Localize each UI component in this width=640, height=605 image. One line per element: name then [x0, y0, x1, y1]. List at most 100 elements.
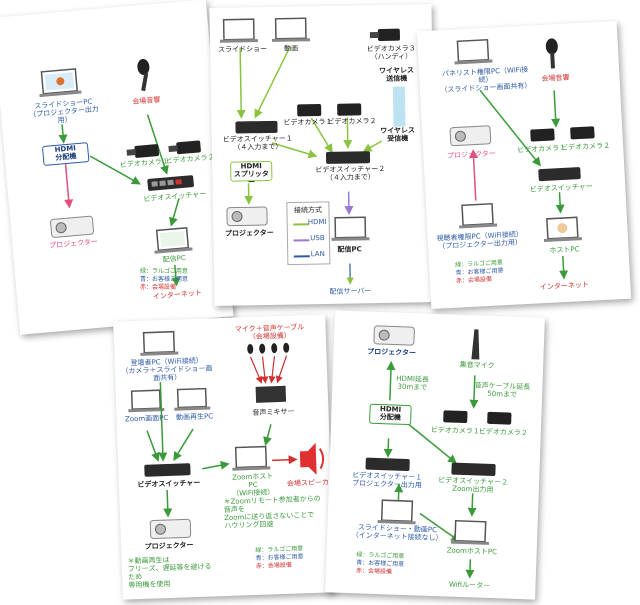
- switcher-1-label: ビデオスイッチャー１ （４入力まで）: [222, 134, 293, 152]
- camera-1-label: ビデオカメラ１: [283, 117, 333, 127]
- card5-legend-red: 赤：会場設備: [355, 567, 393, 576]
- video-switcher-icon: [235, 120, 278, 134]
- zoom-pc-label: Zoom画面PC: [124, 413, 169, 424]
- video-label: 動画: [284, 44, 299, 53]
- slideshow-label: スライドショー: [218, 44, 268, 54]
- arrow-switcher-to-host: [555, 192, 565, 214]
- wireless-link-bar: [392, 86, 406, 127]
- microphone-icon: [259, 343, 266, 354]
- card1-legend-red: 赤：会場設備: [140, 284, 177, 291]
- switcher-2-label: ビデオスイッチャー２ Zoom出力用: [438, 476, 509, 495]
- card4-legend-red: 赤：会場設備: [255, 561, 292, 570]
- audio-mixer-label: 音声ミキサー: [252, 407, 295, 417]
- hdmi-splitter-box: HDMI 分配機: [369, 403, 412, 426]
- video-switcher-icon: [144, 463, 191, 477]
- microphone-icon: [471, 329, 480, 360]
- video-pc-label: 動画再生PC: [175, 412, 214, 422]
- microphone-icon: [137, 58, 150, 92]
- projector-icon: [226, 206, 268, 227]
- video-playback-note: ＊動画再生は フリーズ、遅延等を避けるため 専用機を使用: [127, 555, 212, 590]
- laptop-icon: [154, 227, 193, 254]
- video-camera-icon: [530, 128, 555, 142]
- wireless-transmitter-label: ワイヤレス 送信機: [379, 66, 414, 83]
- arrow-switcher-to-pc: [169, 198, 180, 227]
- arrow-mic-to-switcher: [146, 114, 169, 175]
- streaming-pc-label: 配信PC: [337, 245, 362, 254]
- venue-speaker-label: 会場スピーカー: [286, 478, 335, 488]
- arrow-video-to-switcher1: [254, 46, 291, 119]
- connection-legend-box: [286, 201, 331, 266]
- card3-graphics: [449, 38, 595, 280]
- laptop-icon: [271, 17, 311, 42]
- card1-legend-green: 緑：ラルゴご用意: [140, 268, 188, 275]
- laptop-icon: [140, 330, 179, 356]
- legend-usb: USB: [310, 233, 325, 243]
- laptop-icon: [174, 387, 211, 411]
- laptop-icon: [543, 216, 583, 243]
- laptop-icon: [377, 499, 416, 525]
- video-camera-icon: [369, 28, 400, 41]
- wifi-router-label: Wifiルーター: [448, 580, 491, 590]
- camera-3-label: ビデオカメラ３ （ハンディ）: [366, 44, 416, 62]
- video-camera-icon: [570, 126, 595, 140]
- switcher-1-label: ビデオスイッチャー１ プロジェクター出力用: [351, 471, 423, 490]
- diagram-card-5: プロジェクター 集音マイク HDMI延長 30mまで 音声ケーブル延長 50mま…: [325, 310, 545, 600]
- arrow-rx-to-switcher2: [362, 140, 383, 153]
- arrow-mic-to-cameras: [551, 90, 561, 128]
- diagram-card-4: 登壇者PC（WiFi接続） （カメラ＋スライドショー画面共有） マイク＋音声ケー…: [113, 314, 335, 600]
- video-switcher-icon: [451, 462, 496, 477]
- audio-extension-label: 音声ケーブル延長 50mまで: [474, 381, 531, 399]
- mic-cable-label: マイク＋音声ケーブル （会場設備）: [234, 323, 305, 342]
- projector-icon: [449, 125, 492, 147]
- card5-graphics: [365, 325, 512, 579]
- laptop-icon: [331, 216, 370, 241]
- laptop-icon: [232, 445, 271, 471]
- arrow-hdmi-to-projector: [64, 164, 74, 209]
- video-camera-icon: [487, 411, 512, 425]
- video-camera-icon: [443, 410, 468, 424]
- projector-icon: [373, 325, 415, 346]
- video-camera-icon: [337, 103, 362, 116]
- zoom-host-pc-label: ZoomホストPC: [446, 546, 498, 557]
- slideshow-pc-label: スライドショー・動画PC （インターネット接続なし）: [351, 523, 443, 543]
- diagram-card-3: パネリスト権限PC（WiFi接続） （スライドショー画面共有） 会場音響 プロジ…: [416, 20, 632, 310]
- howling-note: ＊Zoomリモート参加者からの音声を Zoomに送り返さないことで ハウリング回…: [223, 494, 321, 531]
- video-switcher-icon: [147, 175, 194, 191]
- audio-mixer-icon: [255, 385, 287, 403]
- arrow-cam2-to-switcher2: [343, 117, 353, 150]
- arrow-switcher1-to-switcher2: [271, 142, 318, 159]
- speaker-icon: [299, 442, 325, 475]
- arrow-viewer-to-projector: [469, 149, 479, 201]
- card1-graphics: [39, 58, 201, 287]
- projector-icon: [149, 518, 192, 540]
- arrow-pc-to-internet: [171, 264, 181, 287]
- arrow-cam1-to-switcher2: [310, 117, 333, 154]
- arrow-panelist-to-switcher: [479, 89, 541, 167]
- diagram-card-1: スライドショーPC （プロジェクター出力用） 会場音響 HDMI 分配機 ビデオ…: [0, 0, 234, 335]
- diagram-card-2: スライドショー 動画 ビデオカメラ３ （ハンディ） ワイヤレス 送信機 ビデオカ…: [209, 4, 437, 306]
- video-switcher-icon: [325, 151, 371, 164]
- laptop-icon: [39, 68, 82, 98]
- video-camera-icon: [126, 144, 160, 158]
- arrow-hdmi-to-switcher: [89, 155, 141, 185]
- legend-lan: LAN: [310, 249, 325, 259]
- camera-2-label: ビデオカメラ２: [327, 117, 377, 126]
- laptop-icon: [219, 18, 259, 43]
- camera-1-label: ビデオカメラ１: [430, 425, 480, 436]
- microphone-icon: [545, 38, 558, 69]
- camera-2-label: ビデオカメラ２: [478, 427, 528, 438]
- card4-graphics: [128, 330, 325, 540]
- connection-legend-title: 接続方式: [293, 206, 323, 215]
- hdmi-extension-label: HDMI延長 30mまで: [396, 374, 430, 392]
- video-camera-icon: [168, 140, 201, 155]
- microphone-icon: [283, 342, 290, 353]
- hdmi-splitter-box: HDMI 分配機: [41, 142, 90, 167]
- video-switcher-icon: [365, 457, 410, 472]
- projector-label: プロジェクター: [224, 228, 274, 238]
- arrow-pc-to-hdmi: [58, 124, 68, 144]
- video-switcher-icon: [538, 167, 581, 182]
- sound-mic-label: 集音マイク: [459, 360, 495, 371]
- arrow-slideshow-to-switcher1: [236, 47, 246, 119]
- microphone-icon: [247, 344, 254, 355]
- laptop-icon: [128, 389, 165, 413]
